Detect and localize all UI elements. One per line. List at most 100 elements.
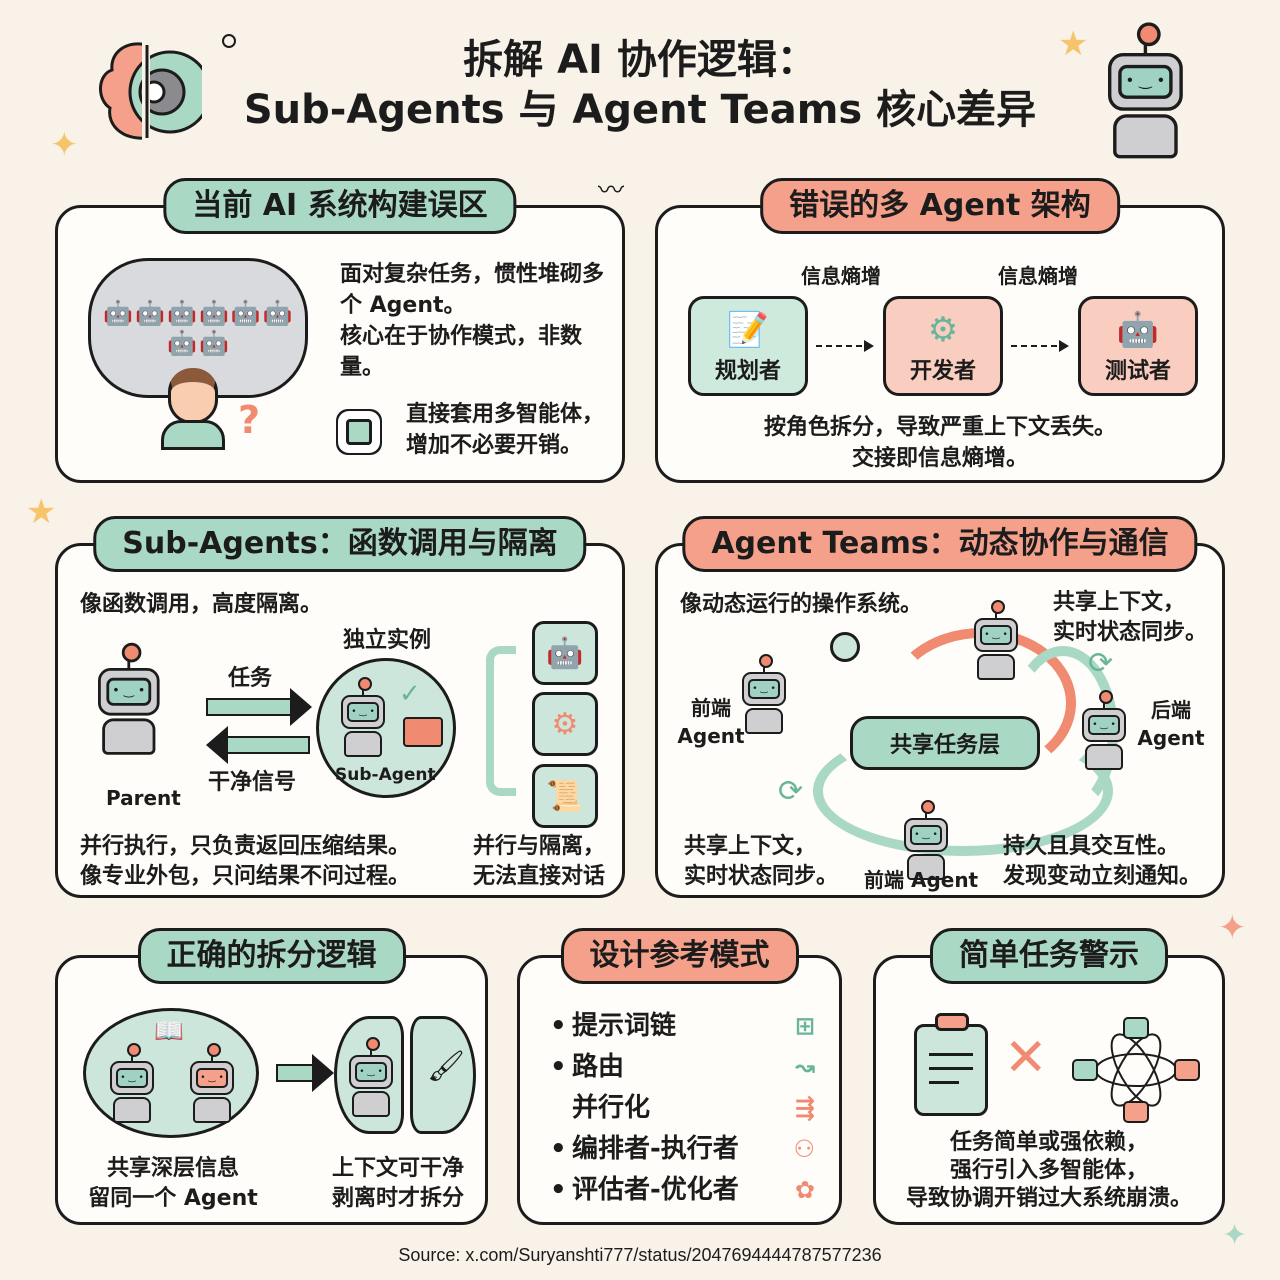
panel-misconception: 当前 AI 系统构建误区 🤖🤖🤖🤖🤖🤖🤖🤖 ? 面对复杂任务，惯性堆砌多个 Ag… <box>55 178 625 483</box>
left-agent-label-1: 前端 <box>691 696 731 720</box>
confused-person-icon <box>158 368 228 458</box>
split-left-1: 共享深层信息 <box>106 1156 239 1181</box>
chip-icon <box>330 403 388 461</box>
panel-title: 正确的拆分逻辑 <box>137 928 406 984</box>
panel-title: 错误的多 Agent 架构 <box>760 178 1120 234</box>
pattern-item: •路由↝ <box>550 1047 815 1088</box>
caption-line-2: 交接即信息熵增。 <box>851 446 1028 471</box>
task-arrow <box>206 688 312 726</box>
teams-top-right-2: 实时状态同步。 <box>1053 620 1208 645</box>
robot-icon: 🤖 <box>532 621 598 685</box>
clipboard-icon <box>914 1013 988 1116</box>
brain-gear-icon <box>99 40 202 145</box>
checkmark-icon: ✓ <box>399 679 421 709</box>
misconception-text-1: 面对复杂任务，惯性堆砌多个 Agent。 <box>340 262 605 318</box>
pattern-item: •提示词链⊞ <box>550 1006 815 1047</box>
right-agent-robot: • ‿ • <box>1082 690 1126 770</box>
shared-context-circle: 📖 • ‿ • • ‿ • <box>83 1008 259 1138</box>
subagents-caption-right-1: 并行与隔离， <box>473 834 606 859</box>
scroll-icon: 📜 <box>532 764 598 828</box>
parent-label: Parent <box>106 786 181 810</box>
misconception-text-2: 核心在于协作模式，非数量。 <box>340 324 583 380</box>
teams-top-right-1: 共享上下文， <box>1053 590 1186 615</box>
instance-label: 独立实例 <box>343 628 432 653</box>
role-label: 开发者 <box>909 359 976 384</box>
shared-task-layer-label: 共享任务层 <box>889 733 1000 758</box>
gear-icon: ⚙ <box>532 692 598 756</box>
teams-bottom-right-1: 持久且具交互性。 <box>1003 834 1180 859</box>
subagents-intro: 像函数调用，高度隔离。 <box>80 592 323 617</box>
panel-subagents: Sub-Agents：函数调用与隔离 像函数调用，高度隔离。 • ‿ • Par… <box>55 516 625 898</box>
robot-icon: • ‿ • <box>349 1037 393 1117</box>
people-network-icon: ⚇ <box>793 1135 815 1163</box>
warning-line-2: 强行引入多智能体， <box>949 1158 1148 1183</box>
bottom-agent-label: 前端 Agent <box>864 868 979 892</box>
role-planner: 📝 规划者 <box>688 296 808 396</box>
left-agent-label-2: Agent <box>677 724 745 748</box>
warning-line-1: 任务简单或强依赖， <box>949 1130 1148 1155</box>
split-arrow <box>276 1054 334 1092</box>
panel-title: Agent Teams：动态协作与通信 <box>682 516 1198 572</box>
panel-warning: 简单任务警示 ✕ 任务简单或强依赖， 强行引入多智能体， 导致协调开销过大系统崩… <box>873 928 1225 1225</box>
squiggle-decoration: 〰 <box>598 176 625 206</box>
star-icon: ✦ <box>50 125 79 165</box>
right-agent-label-2: Agent <box>1137 726 1205 750</box>
circle-decoration <box>222 34 236 48</box>
split-left-2: 留同一个 Agent <box>88 1186 258 1211</box>
subagents-caption-left-1: 并行执行，只负责返回压缩结果。 <box>80 834 411 859</box>
chaotic-network-icon <box>1072 1017 1200 1123</box>
document-icon: 📖 <box>154 1017 184 1045</box>
bracket-decoration <box>486 646 516 796</box>
sync-icon: ⟳ <box>778 774 804 809</box>
robot-icon: • ‿ • <box>190 1043 234 1123</box>
cross-icon: ✕ <box>1004 1028 1048 1088</box>
flow-arrow <box>813 726 1113 856</box>
hierarchy-icon: ⊞ <box>794 1012 815 1040</box>
hand-leaf-icon: ✿ <box>794 1176 815 1204</box>
task-label: 任务 <box>228 666 273 691</box>
panel-agent-teams: Agent Teams：动态协作与通信 像动态运行的操作系统。 共享上下文， 实… <box>655 516 1225 898</box>
robot-icon: 🤖 <box>1116 310 1160 350</box>
star-icon: ★ <box>26 492 57 532</box>
teams-bottom-left-2: 实时状态同步。 <box>684 864 839 889</box>
subagents-caption-left-2: 像专业外包，只问结果不问过程。 <box>80 864 411 889</box>
clock-icon <box>830 632 860 662</box>
split-circle-left: • ‿ • <box>334 1016 404 1134</box>
panel-title: 当前 AI 系统构建误区 <box>163 178 517 234</box>
teams-intro: 像动态运行的操作系统。 <box>680 592 923 617</box>
role-developer: ⚙ 开发者 <box>883 296 1003 396</box>
page-title: 拆解 AI 协作逻辑： Sub-Agents 与 Agent Teams 核心差… <box>0 35 1280 135</box>
role-tester: 🤖 测试者 <box>1078 296 1198 396</box>
right-agent-label-1: 后端 <box>1151 698 1191 722</box>
title-line-2: Sub-Agents 与 Agent Teams 核心差异 <box>243 87 1037 133</box>
route-icon: ↝ <box>794 1053 815 1081</box>
pattern-list: •提示词链⊞ •路由↝ 并行化⇶ •编排者-执行者⚇ •评估者-优化者✿ <box>550 1006 815 1211</box>
robot-icon: • ‿ • <box>1108 22 1183 159</box>
split-circle-right: 🖌 <box>410 1016 476 1134</box>
question-mark-icon: ? <box>238 398 261 442</box>
shared-task-layer: 共享任务层 <box>850 716 1040 770</box>
bullet: • <box>550 1011 567 1041</box>
panel-split-logic: 正确的拆分逻辑 📖 • ‿ • • ‿ • • ‿ • 🖌 共享深层信息 留同一… <box>55 928 488 1225</box>
pattern-item: •编排者-执行者⚇ <box>550 1129 815 1170</box>
misconception-text-3: 直接套用多智能体，增加不必要开销。 <box>406 402 605 458</box>
signal-arrow <box>206 726 310 764</box>
bullet: • <box>550 1175 567 1205</box>
subagent-label: Sub-Agent <box>335 765 436 785</box>
entropy-cloud-2: 信息熵增 <box>998 264 1078 288</box>
parallel-arrows-icon: ⇶ <box>794 1094 815 1122</box>
bullet: • <box>550 1052 567 1082</box>
split-right-1: 上下文可干净 <box>331 1156 464 1181</box>
source-credit: Source: x.com/Suryanshti777/status/20476… <box>398 1245 882 1265</box>
left-agent-robot: • ‿ • <box>742 654 786 734</box>
bullet: • <box>550 1134 567 1164</box>
panel-wrong-architecture: 错误的多 Agent 架构 信息熵增 信息熵增 📝 规划者 ⚙ 开发者 🤖 测试… <box>655 178 1225 483</box>
panel-title: 简单任务警示 <box>930 928 1168 984</box>
title-line-1: 拆解 AI 协作逻辑： <box>463 37 817 83</box>
pattern-item: •评估者-优化者✿ <box>550 1170 815 1211</box>
handoff-arrow <box>1011 340 1069 352</box>
robot-icon: • ‿ • <box>110 1043 154 1123</box>
warning-line-3: 导致协调开销过大系统崩溃。 <box>905 1186 1192 1211</box>
teams-bottom-left-1: 共享上下文， <box>684 834 817 859</box>
role-label: 测试者 <box>1104 359 1171 384</box>
